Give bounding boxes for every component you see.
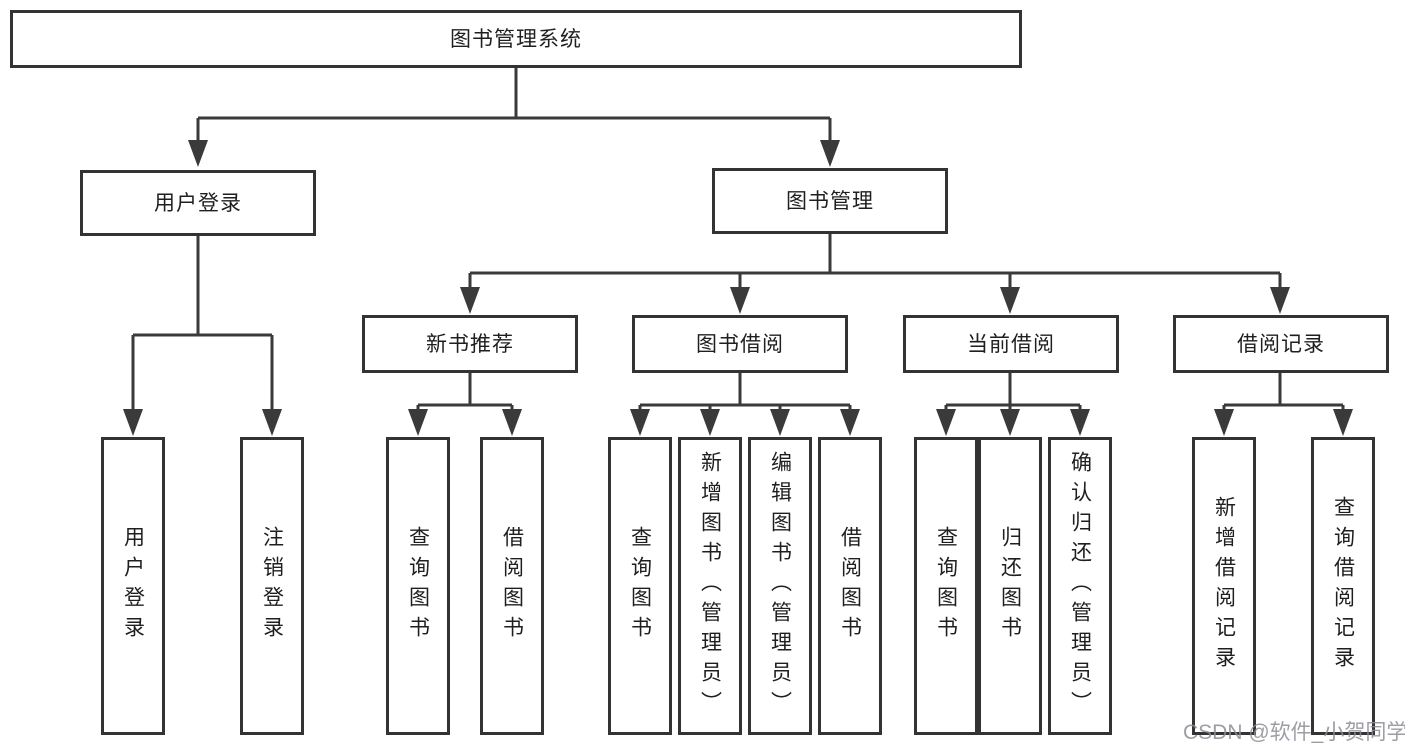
leaf-current-confirm-return-admin: 确认归还（管理员） <box>1048 437 1112 735</box>
node-book-management: 图书管理 <box>712 168 948 234</box>
leaf-borrow-edit-books-admin: 编辑图书（管理员） <box>748 437 812 735</box>
connector-bookmgmt-to-level3 <box>468 234 1282 288</box>
leaf-logout: 注销登录 <box>240 437 304 735</box>
connector-currentborrow-to-leaves <box>944 373 1082 410</box>
connector-bookborrow-to-leaves <box>638 373 852 410</box>
connector-userlogin-to-leaves <box>131 236 274 410</box>
leaf-newbook-borrow-books: 借阅图书 <box>480 437 544 735</box>
connector-newbook-to-leaves <box>416 373 514 410</box>
leaf-current-return-books: 归还图书 <box>978 437 1042 735</box>
leaf-borrow-borrow-books: 借阅图书 <box>818 437 882 735</box>
node-borrow-records: 借阅记录 <box>1173 315 1389 373</box>
leaf-borrow-add-books-admin: 新增图书（管理员） <box>678 437 742 735</box>
node-new-book-recommend: 新书推荐 <box>362 315 578 373</box>
leaf-borrow-query-books: 查询图书 <box>608 437 672 735</box>
leaf-record-add-borrow-record: 新增借阅记录 <box>1192 437 1256 735</box>
leaf-user-login: 用户登录 <box>101 437 165 735</box>
connector-borrowrecord-to-leaves <box>1222 373 1345 410</box>
node-book-borrow: 图书借阅 <box>632 315 848 373</box>
arrowheads <box>123 140 1353 436</box>
node-user-login: 用户登录 <box>80 170 316 236</box>
node-root-system: 图书管理系统 <box>10 10 1022 68</box>
leaf-newbook-query-books: 查询图书 <box>386 437 450 735</box>
leaf-record-query-borrow-record: 查询借阅记录 <box>1311 437 1375 735</box>
csdn-watermark: CSDN @软件_小贺同学 <box>1183 721 1405 744</box>
node-current-borrow: 当前借阅 <box>903 315 1119 373</box>
leaf-current-query-books: 查询图书 <box>914 437 978 735</box>
connector-root-to-level2 <box>196 68 832 141</box>
